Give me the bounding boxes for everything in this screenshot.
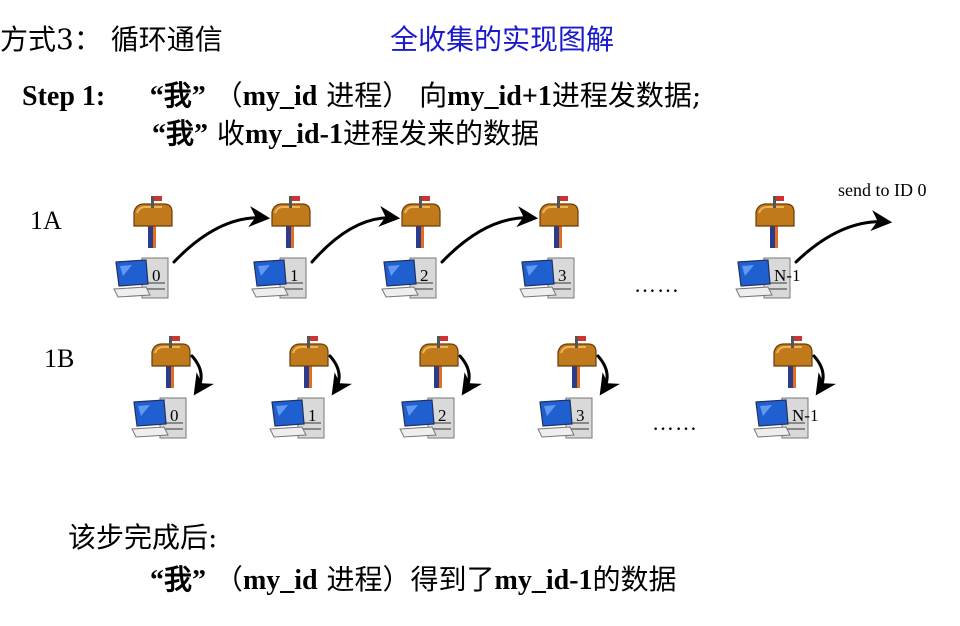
node-id-label: N-1 bbox=[774, 266, 800, 285]
ellipsis-row-a: …… bbox=[634, 272, 680, 297]
after-step-line1: 该步完成后: bbox=[68, 521, 218, 554]
computer-icon: 3 bbox=[537, 397, 593, 439]
mailbox-icon bbox=[289, 336, 329, 388]
send-arrow bbox=[310, 205, 401, 264]
after-rest: 的数据 bbox=[592, 563, 677, 596]
step1-line1: Step 1: “我” （my_id 进程） 向my_id+1进程发数据; bbox=[22, 74, 701, 114]
computer-icon: 3 bbox=[519, 257, 575, 299]
computer-icon: 1 bbox=[269, 397, 325, 439]
step1-src: my_id-1 bbox=[244, 119, 343, 150]
receive-arrow bbox=[190, 354, 215, 396]
computer-icon: 2 bbox=[381, 257, 437, 299]
mailbox-icon bbox=[133, 196, 173, 248]
mailbox-icon bbox=[271, 196, 311, 248]
after-proc: 进程）得到了 bbox=[317, 563, 495, 596]
computer-icon: 2 bbox=[399, 397, 455, 439]
node-id-label: 2 bbox=[438, 406, 447, 425]
mailbox-icon bbox=[539, 196, 579, 248]
method-heading: 方式3： 循环通信 bbox=[0, 23, 223, 56]
mailbox-icon bbox=[773, 336, 813, 388]
step1-quote-me-2: “我” bbox=[152, 119, 209, 150]
step1-target: my_id+1 bbox=[447, 81, 552, 112]
computer-icon: N-1 bbox=[753, 397, 818, 439]
after-step-line2: “我” （my_id 进程）得到了my_id-1的数据 bbox=[150, 558, 677, 598]
step1-quote-me: “我” bbox=[149, 81, 206, 112]
step1-paren-open: （ bbox=[214, 79, 243, 112]
node-id-label: 3 bbox=[558, 266, 567, 285]
receive-arrow bbox=[812, 354, 837, 396]
send-arrow bbox=[440, 206, 539, 264]
ellipsis-row-b: …… bbox=[652, 410, 698, 435]
node-id-label: N-1 bbox=[792, 406, 818, 425]
receive-arrow bbox=[596, 354, 621, 396]
step1-proc: 进程） bbox=[317, 79, 411, 112]
receive-arrow bbox=[328, 354, 353, 396]
after-quote-me: “我” bbox=[150, 565, 207, 596]
send-arrow bbox=[794, 210, 893, 264]
diagram-title: 全收集的实现图解 bbox=[390, 23, 615, 56]
mailbox-icon bbox=[151, 336, 191, 388]
send-arrow bbox=[172, 206, 271, 264]
node-id-label: 0 bbox=[152, 266, 161, 285]
after-src: my_id-1 bbox=[494, 565, 593, 596]
receive-arrow bbox=[458, 354, 483, 396]
row-label-1a: 1A bbox=[30, 206, 62, 235]
step1-myid: my_id bbox=[242, 81, 318, 112]
mailbox-icon bbox=[419, 336, 459, 388]
mailbox-icon bbox=[557, 336, 597, 388]
computer-icon: 0 bbox=[113, 257, 169, 299]
row-label-1b: 1B bbox=[44, 344, 75, 373]
node-id-label: 1 bbox=[308, 406, 317, 425]
send-to-label: send to ID 0 bbox=[838, 180, 927, 200]
mailbox-icon bbox=[755, 196, 795, 248]
step1-rest-2: 进程发来的数据 bbox=[342, 117, 539, 150]
after-myid: my_id bbox=[242, 565, 318, 596]
step1-to: 向 bbox=[410, 79, 448, 112]
step1-recv: 收 bbox=[216, 117, 245, 150]
mailbox-icon bbox=[401, 196, 441, 248]
computer-icon: N-1 bbox=[735, 257, 800, 299]
computer-icon: 1 bbox=[251, 257, 307, 299]
step1-line2: “我” 收my_id-1进程发来的数据 bbox=[152, 112, 539, 152]
node-id-label: 3 bbox=[576, 406, 585, 425]
node-id-label: 2 bbox=[420, 266, 429, 285]
after-paren: （ bbox=[214, 563, 243, 596]
node-id-label: 0 bbox=[170, 406, 179, 425]
step1-label: Step 1: bbox=[22, 81, 106, 112]
computer-icon: 0 bbox=[131, 397, 187, 439]
step1-rest: 进程发数据; bbox=[551, 79, 702, 112]
node-id-label: 1 bbox=[290, 266, 299, 285]
